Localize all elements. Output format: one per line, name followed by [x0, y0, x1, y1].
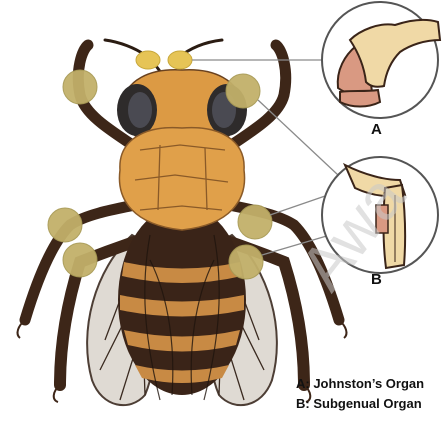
left-antenna-joint-marker [136, 51, 160, 69]
left-eye-inner [128, 92, 152, 128]
thorax-fur [119, 128, 244, 230]
inset-a [322, 2, 440, 118]
left-front-leg-marker [63, 70, 97, 104]
right-hind-leg-marker [229, 245, 263, 279]
legend-subgenual-organ: B: Subgenual Organ [296, 396, 422, 411]
inset-a-pink-base [340, 90, 380, 107]
abdomen [118, 205, 246, 395]
right-antenna-joint-marker [168, 51, 192, 69]
right-middle-leg-marker [238, 205, 272, 239]
legend-johnstons-organ: A: Johnston’s Organ [296, 376, 424, 391]
thorax [119, 128, 244, 230]
left-hind-leg-marker [63, 243, 97, 277]
right-front-leg-marker [226, 74, 260, 108]
left-middle-leg-marker [48, 208, 82, 242]
panel-a-label: A [371, 121, 382, 138]
callout-b-line-1 [258, 100, 338, 175]
antenna-joint-markers [136, 51, 192, 69]
panel-b-label: B [371, 271, 382, 288]
